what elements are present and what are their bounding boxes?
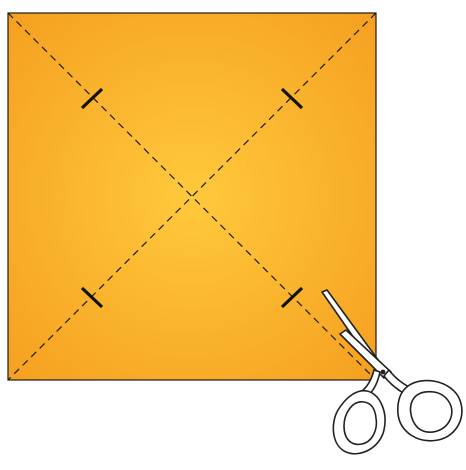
scissors-ring-right: [398, 381, 462, 441]
scissors-pivot: [381, 370, 386, 375]
scissors-ring-left: [333, 391, 385, 454]
